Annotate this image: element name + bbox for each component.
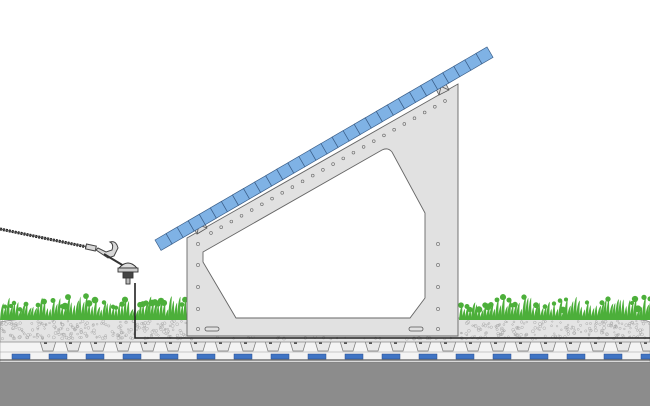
frame-foot-slot-left [204,326,220,332]
gravel-texture [0,319,650,341]
drainage-layer [0,339,650,363]
hook-icon [84,241,125,267]
anchor-icon [117,262,139,285]
frame-bolt-holes [196,99,447,331]
solar-cell [475,46,494,65]
anchor-cable [134,283,650,339]
grass-vegetation [0,293,650,320]
mounting-frame [186,83,459,337]
solar-panel-icon [154,46,494,251]
roof-base-slab [0,362,650,406]
frame-foot-slot-right [408,326,424,332]
